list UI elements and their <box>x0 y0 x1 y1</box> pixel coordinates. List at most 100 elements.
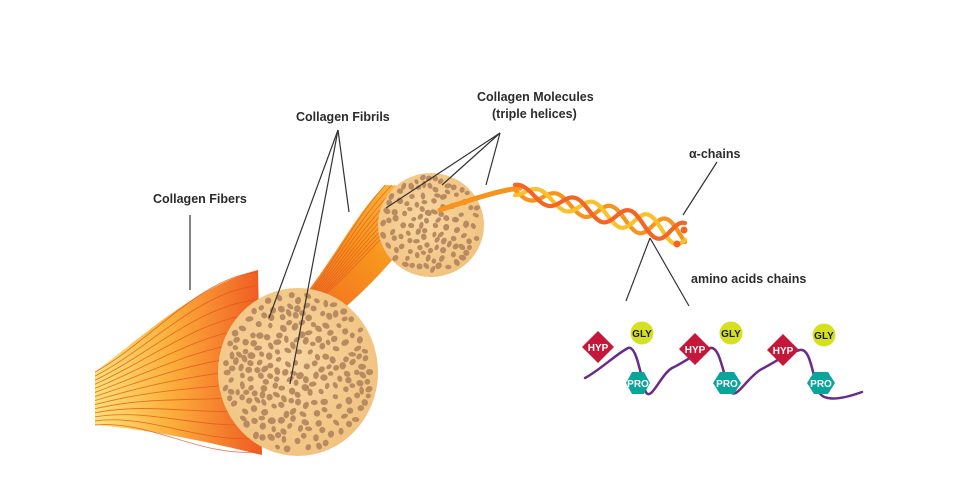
fibril-dot <box>432 231 437 238</box>
fibril-dot <box>332 394 339 400</box>
fibril-dot <box>443 223 450 231</box>
fibril-dot <box>431 198 437 204</box>
fibril-dot <box>246 397 253 404</box>
fibril-dot <box>242 408 249 415</box>
fibril-dot <box>278 385 286 391</box>
fibril-dot <box>261 399 267 406</box>
fibril-dot <box>357 405 365 412</box>
fibril-dot <box>223 369 231 376</box>
fibril-dot <box>453 192 459 197</box>
fibril-dot <box>265 352 273 360</box>
fibril-dot <box>223 360 229 367</box>
fibril-dot <box>450 235 457 242</box>
fibril-dot <box>467 244 472 251</box>
leader-amino-1 <box>625 237 651 302</box>
fibril-dot <box>434 244 439 251</box>
fibril-dot <box>408 182 415 190</box>
fibril-dot <box>330 335 338 343</box>
fibril-dot <box>255 321 262 328</box>
fibril-dot <box>277 305 285 313</box>
fibril-dot <box>468 205 474 211</box>
fibril-dot <box>271 425 276 433</box>
pro-residue: PRO <box>807 372 835 394</box>
fibril-dot <box>288 387 296 395</box>
fibril-dot <box>423 217 430 224</box>
hyp-label: HYP <box>773 346 794 357</box>
fibril-dot <box>275 432 282 439</box>
fibril-dot <box>272 391 280 398</box>
fibril-dot <box>277 416 285 424</box>
fibril-dot <box>383 207 391 215</box>
fibril-dot <box>276 332 283 339</box>
fibril-dot <box>358 363 367 370</box>
fibril-dot <box>239 415 247 422</box>
fibril-dot <box>356 336 363 344</box>
label-collagen-molecules: Collagen Molecules <box>477 90 594 104</box>
fibril-dot <box>345 396 353 405</box>
gly-label: GLY <box>721 329 741 340</box>
fibril-dot <box>316 442 323 450</box>
fibril-dot <box>343 370 351 377</box>
label-collagen-fibers: Collagen Fibers <box>153 192 247 206</box>
alpha-chain <box>512 187 688 245</box>
fibril-dot <box>289 407 297 415</box>
fibril-dot <box>229 351 235 360</box>
fibril-dot <box>420 174 426 181</box>
fibril-dot <box>470 223 476 229</box>
fibril-dot <box>434 236 440 243</box>
hyp-residue: HYP <box>679 333 711 365</box>
fibril-dot <box>336 323 342 328</box>
fibril-dot <box>420 250 427 255</box>
fibril-dot <box>302 376 309 384</box>
fibril-dot <box>365 393 371 399</box>
fibril-dot <box>356 380 364 387</box>
fibril-dot <box>279 324 287 332</box>
fibril-dot <box>434 193 441 198</box>
fibril-dot <box>238 363 244 372</box>
leader-fibrils-2 <box>289 129 339 385</box>
fibril-dot <box>247 376 254 382</box>
fibril-dot <box>348 352 357 357</box>
fibril-dot <box>337 375 343 382</box>
fibril-dot <box>329 356 336 364</box>
fibril-dot <box>264 297 272 304</box>
leader-lines <box>189 129 718 385</box>
fibril-dot <box>444 189 451 195</box>
fibril-dot <box>275 356 282 362</box>
fibril-dot <box>293 379 299 386</box>
fibril-dot <box>361 348 369 354</box>
fibril-dot <box>288 397 295 404</box>
fibril-dot <box>354 392 361 399</box>
fibril-dot <box>320 310 326 317</box>
fibril-dot <box>473 205 480 211</box>
leader-fibrils-1 <box>268 129 339 319</box>
fibril-dot <box>303 363 310 370</box>
fibril-dot <box>427 182 433 189</box>
fibril-dot <box>230 400 238 407</box>
fibril-dot <box>290 341 296 350</box>
fibril-dot <box>260 385 268 392</box>
fibril-dot <box>341 339 350 346</box>
fibril-dot <box>254 345 262 351</box>
fibril-dot <box>296 372 304 380</box>
fibril-dot <box>407 249 413 254</box>
fibril-dot <box>248 384 254 391</box>
leader-molecules-2 <box>441 132 501 186</box>
fibril-dot <box>460 233 467 239</box>
fibril-dot <box>405 255 410 261</box>
fibril-dot <box>404 201 410 207</box>
fibril-dot <box>282 369 289 376</box>
fibril-dot <box>320 374 328 381</box>
fibril-dot <box>287 303 294 310</box>
fibril-dot <box>228 377 234 383</box>
fiber-strand <box>94 424 259 453</box>
hyp-label: HYP <box>685 345 706 356</box>
fibril-dot <box>380 231 387 239</box>
fibril-dot <box>320 398 328 406</box>
gly-label: GLY <box>632 329 652 340</box>
fibril-dot <box>458 212 464 217</box>
fibril-dot <box>319 342 326 350</box>
fibril-dot <box>232 345 239 351</box>
fibril-dot <box>283 410 290 419</box>
fibril-dot <box>231 329 239 337</box>
